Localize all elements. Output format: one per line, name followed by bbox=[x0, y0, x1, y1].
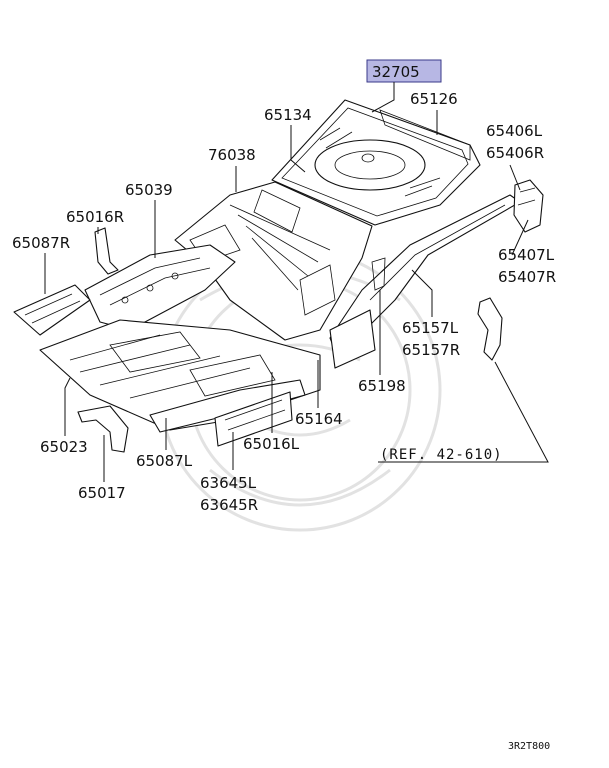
label-63645L[interactable]: 63645L bbox=[200, 474, 257, 492]
label-65157R[interactable]: 65157R bbox=[402, 341, 460, 359]
bracket-65017[interactable] bbox=[77, 405, 129, 453]
bracket-65016R[interactable] bbox=[94, 227, 119, 275]
center-floor[interactable] bbox=[174, 181, 373, 341]
front-floor-main[interactable] bbox=[39, 319, 321, 433]
leader-lines bbox=[44, 82, 549, 482]
label-65023[interactable]: 65023 bbox=[40, 438, 88, 456]
label-65406R[interactable]: 65406R bbox=[486, 144, 544, 162]
label-65017[interactable]: 65017 bbox=[78, 484, 126, 502]
highlight-box-32705 bbox=[366, 59, 442, 83]
label-65164[interactable]: 65164 bbox=[295, 410, 343, 428]
ref-part-42-610[interactable] bbox=[477, 297, 503, 361]
label-65016L[interactable]: 65016L bbox=[243, 435, 300, 453]
label-65016R[interactable]: 65016R bbox=[66, 208, 124, 226]
sill-65087R[interactable] bbox=[13, 284, 91, 336]
label-63645R[interactable]: 63645R bbox=[200, 496, 258, 514]
label-65039[interactable]: 65039 bbox=[125, 181, 173, 199]
label-32705[interactable]: 32705 bbox=[372, 63, 420, 81]
label-65157L[interactable]: 65157L bbox=[402, 319, 459, 337]
label-65087R[interactable]: 65087R bbox=[12, 234, 70, 252]
reference-label[interactable]: (REF. 42-610) bbox=[380, 447, 503, 463]
label-76038[interactable]: 76038 bbox=[208, 146, 256, 164]
label-65198[interactable]: 65198 bbox=[358, 377, 406, 395]
label-65406L[interactable]: 65406L bbox=[486, 122, 543, 140]
part-labels: 32705 65126 65134 76038 65039 65016R 650… bbox=[12, 63, 556, 752]
label-65407R[interactable]: 65407R bbox=[498, 268, 556, 286]
bracket-65198[interactable] bbox=[329, 257, 386, 369]
rear-floor-pan[interactable] bbox=[271, 99, 481, 226]
label-65126[interactable]: 65126 bbox=[410, 90, 458, 108]
label-65134[interactable]: 65134 bbox=[264, 106, 312, 124]
diagram-code: 3R2T800 bbox=[508, 741, 550, 752]
front-cross-member[interactable] bbox=[84, 244, 236, 331]
rear-end-bracket-65406[interactable] bbox=[513, 179, 544, 233]
label-65087L[interactable]: 65087L bbox=[136, 452, 193, 470]
label-65407L[interactable]: 65407L bbox=[498, 246, 555, 264]
